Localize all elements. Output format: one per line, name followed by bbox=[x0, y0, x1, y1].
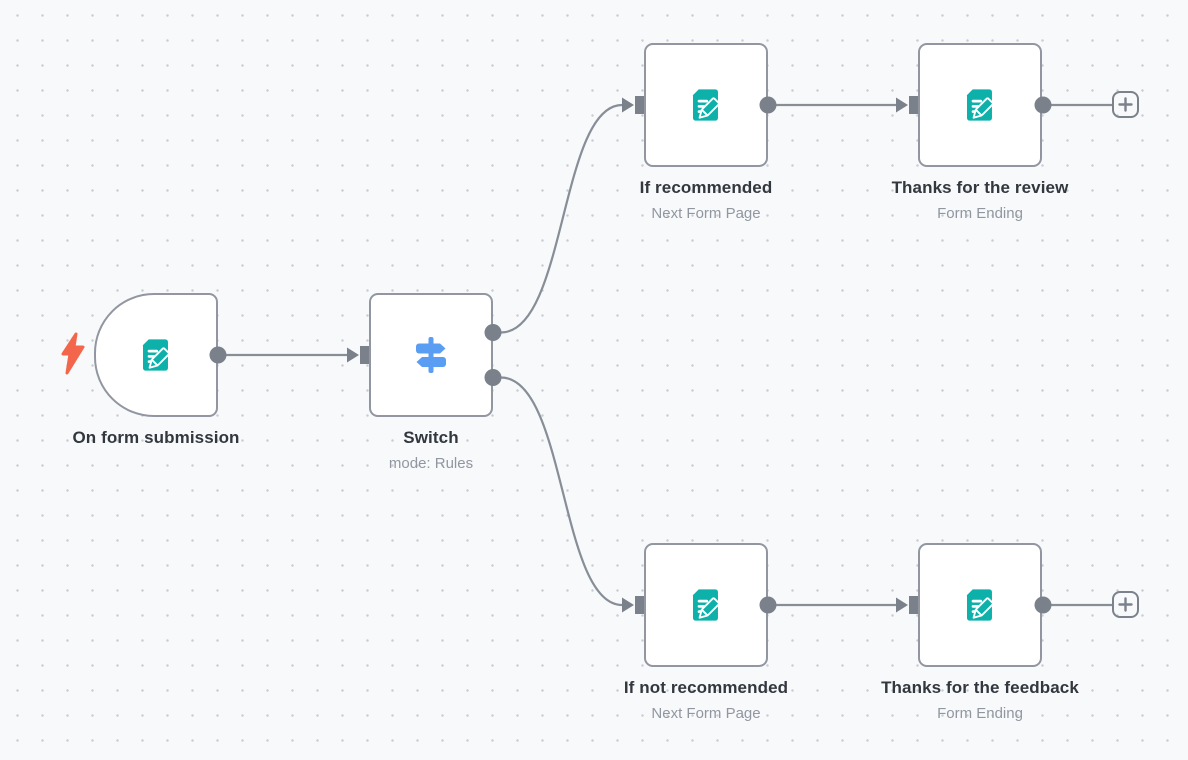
input-arrow-if-recommended bbox=[622, 97, 634, 113]
lightning-bolt-icon bbox=[61, 332, 85, 375]
form-page-icon bbox=[692, 89, 720, 121]
node-if-not-recommended[interactable]: If not recommended Next Form Page bbox=[624, 543, 788, 722]
form-trigger-icon bbox=[142, 339, 170, 371]
add-node-button-bottom[interactable] bbox=[1112, 591, 1139, 618]
node-title: Thanks for the review bbox=[891, 178, 1069, 197]
add-node-button-top[interactable] bbox=[1112, 91, 1139, 118]
input-arrow-thanks-review bbox=[896, 97, 908, 113]
node-switch[interactable]: Switch mode: Rules bbox=[369, 293, 493, 472]
node-title: Switch bbox=[403, 428, 459, 447]
node-if-recommended[interactable]: If recommended Next Form Page bbox=[640, 43, 772, 222]
node-subtitle: mode: Rules bbox=[388, 455, 474, 472]
input-endpoint-thanks-review[interactable] bbox=[909, 96, 918, 114]
input-endpoint-switch[interactable] bbox=[360, 346, 369, 364]
connection-switch-to-if-not-recommended[interactable] bbox=[500, 376, 623, 607]
node-thanks-for-the-feedback[interactable]: Thanks for the feedback Form Ending bbox=[881, 543, 1079, 722]
node-on-form-submission[interactable]: On form submission bbox=[72, 293, 239, 447]
switch-signpost-icon bbox=[416, 337, 446, 373]
node-subtitle: Next Form Page bbox=[651, 205, 761, 222]
input-endpoint-if-not-recommended[interactable] bbox=[635, 596, 644, 614]
input-endpoint-if-recommended[interactable] bbox=[635, 96, 644, 114]
node-title: Thanks for the feedback bbox=[881, 678, 1079, 697]
node-subtitle: Form Ending bbox=[937, 205, 1023, 222]
node-thanks-for-the-review[interactable]: Thanks for the review Form Ending bbox=[892, 43, 1068, 222]
input-arrow-switch bbox=[347, 347, 359, 363]
node-title: On form submission bbox=[72, 428, 240, 447]
node-title: If not recommended bbox=[623, 678, 789, 697]
form-page-icon bbox=[966, 589, 994, 621]
input-endpoint-thanks-feedback[interactable] bbox=[909, 596, 918, 614]
input-arrow-thanks-feedback bbox=[896, 597, 908, 613]
connection-switch-to-if-recommended[interactable] bbox=[500, 103, 623, 334]
input-arrow-if-not-recommended bbox=[622, 597, 634, 613]
node-title: If recommended bbox=[639, 178, 773, 197]
form-page-icon bbox=[966, 89, 994, 121]
plus-icon bbox=[1118, 97, 1133, 112]
node-subtitle: Form Ending bbox=[937, 705, 1023, 722]
node-subtitle: Next Form Page bbox=[651, 705, 761, 722]
plus-icon bbox=[1118, 597, 1133, 612]
form-page-icon bbox=[692, 589, 720, 621]
